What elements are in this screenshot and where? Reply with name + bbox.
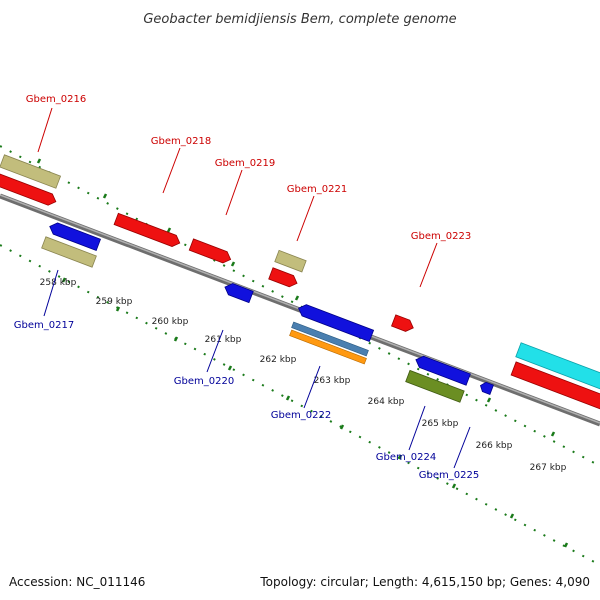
feature-gbem-0224[interactable] [414, 354, 471, 386]
outer-major-tick [102, 193, 108, 199]
feature-gbem-0223[interactable] [391, 314, 416, 334]
leader-gbem-0217 [43, 269, 59, 317]
tick-label-262: 262 kbp [260, 355, 297, 365]
feature-gbem-0224-locus[interactable] [405, 369, 465, 403]
inner-tick-track [0, 244, 600, 566]
inner-major-tick [173, 336, 179, 342]
reverse-label-leaders [43, 269, 471, 469]
gene-label-gbem-0225[interactable]: Gbem_0225 [419, 470, 479, 481]
inner-major-tick [227, 365, 233, 371]
feature-gbem-0222-steelblue[interactable] [291, 321, 369, 357]
gene-label-gbem-0216[interactable]: Gbem_0216 [26, 94, 86, 105]
tick-label-267: 267 kbp [530, 463, 567, 473]
feature-gbem-0217-locus[interactable] [41, 236, 97, 268]
leader-gbem-0221 [296, 195, 315, 242]
feature-gbem-0222-orange[interactable] [289, 329, 367, 365]
forward-label-leaders [37, 107, 438, 288]
outer-major-tick [550, 431, 556, 437]
gene-label-gbem-0221[interactable]: Gbem_0221 [287, 184, 347, 195]
leader-gbem-0218 [162, 147, 181, 194]
feature-gbem-0217[interactable] [48, 221, 102, 252]
gene-label-gbem-0223[interactable]: Gbem_0223 [411, 231, 471, 242]
tick-label-265: 265 kbp [422, 419, 459, 429]
leader-gbem-0224 [408, 405, 426, 451]
feature-gbem-0219[interactable] [188, 238, 233, 265]
inner-major-tick [115, 306, 121, 312]
inner-major-tick [397, 454, 403, 460]
inner-major-tick [563, 542, 569, 548]
gene-label-gbem-0222[interactable]: Gbem_0222 [271, 410, 331, 421]
leader-gbem-0222 [303, 365, 321, 409]
leader-gbem-0223 [419, 242, 438, 288]
feature-red-track-right[interactable] [510, 361, 600, 413]
feature-cyan-track[interactable] [515, 342, 600, 393]
gene-label-gbem-0218[interactable]: Gbem_0218 [151, 136, 211, 147]
feature-gbem-0220[interactable] [223, 281, 254, 304]
gene-label-gbem-0217[interactable]: Gbem_0217 [14, 320, 74, 331]
outer-major-tick [230, 261, 236, 267]
inner-major-tick [61, 277, 67, 283]
outer-major-tick [166, 227, 172, 233]
gene-label-gbem-0224[interactable]: Gbem_0224 [376, 452, 436, 463]
tick-label-266: 266 kbp [476, 441, 513, 451]
feature-gbem-0222[interactable] [296, 303, 375, 342]
leader-gbem-0220 [206, 329, 224, 373]
feature-gbem-0218[interactable] [113, 212, 182, 248]
map-title: Geobacter bemidjiensis Bem, complete gen… [143, 12, 456, 27]
feature-gbem-0221[interactable] [268, 267, 299, 289]
inner-major-tick [339, 424, 345, 430]
tick-label-264: 264 kbp [368, 397, 405, 407]
feature-gbem-0225[interactable] [479, 381, 494, 395]
gene-label-gbem-0220[interactable]: Gbem_0220 [174, 376, 234, 387]
tick-label-258: 258 kbp [40, 278, 77, 288]
tick-label-259: 259 kbp [96, 297, 133, 307]
accession-text: Accession: NC_011146 [9, 575, 145, 589]
genome-summary-text: Topology: circular; Length: 4,615,150 bp… [259, 575, 590, 589]
feature-gbem-0216[interactable] [0, 171, 58, 207]
leader-gbem-0225 [453, 426, 471, 469]
feature-gbem-0216-locus[interactable] [0, 154, 62, 189]
tick-label-260: 260 kbp [152, 317, 189, 327]
outer-major-tick [36, 158, 42, 164]
inner-major-tick [509, 513, 515, 519]
leader-gbem-0219 [225, 169, 243, 216]
gene-label-gbem-0219[interactable]: Gbem_0219 [215, 158, 275, 169]
outer-major-tick [486, 397, 492, 403]
tick-label-263: 263 kbp [314, 376, 351, 386]
inner-major-tick [285, 395, 291, 401]
tick-label-261: 261 kbp [205, 335, 242, 345]
feature-gbem-0221-locus[interactable] [274, 249, 307, 273]
leader-gbem-0216 [37, 107, 53, 153]
inner-major-tick [451, 483, 457, 489]
outer-major-tick [294, 295, 300, 301]
